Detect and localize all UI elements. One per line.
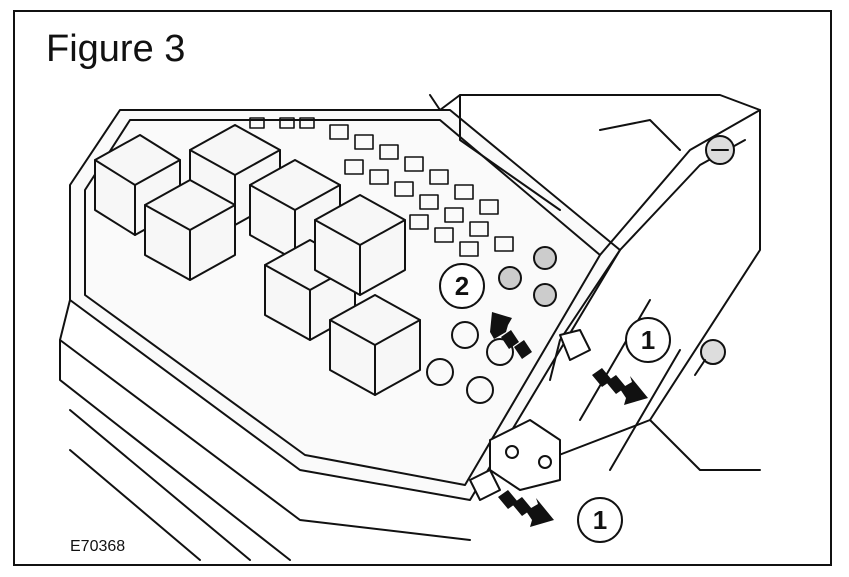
- bracket: [489, 419, 561, 491]
- fuse-box-rim: [84, 119, 601, 486]
- arrow-1-upper: [592, 368, 648, 405]
- relay-group: [94, 124, 421, 396]
- clip: [559, 329, 591, 361]
- figure-title: Figure 3: [46, 28, 186, 70]
- callout-1-lower: 1: [577, 497, 623, 543]
- callout-label: 1: [641, 325, 655, 355]
- figure-reference-code: E70368: [70, 538, 126, 555]
- callout-label: 2: [455, 271, 469, 301]
- arrow-release: [490, 312, 648, 527]
- arrow-2: [490, 312, 532, 359]
- arrow-1-lower: [498, 490, 554, 527]
- callout-2: 2: [439, 263, 485, 309]
- callout-label: 1: [593, 505, 607, 535]
- clip: [469, 469, 501, 501]
- fuse-grid: [249, 117, 514, 257]
- callout-1-upper: 1: [625, 317, 671, 363]
- stud-nuts: [426, 246, 557, 404]
- cover-panel: [519, 109, 761, 471]
- bolt: [694, 135, 735, 376]
- housing-edge-lower: [59, 299, 471, 541]
